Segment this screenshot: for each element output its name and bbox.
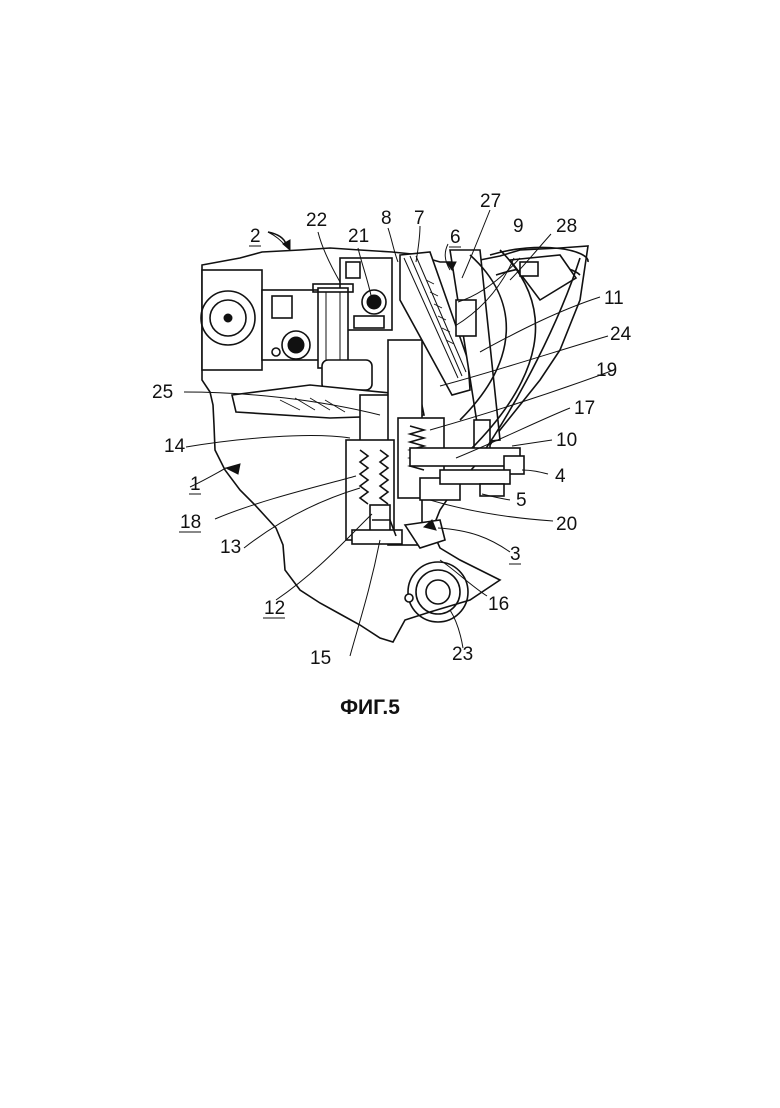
label-25: 25 bbox=[152, 382, 173, 403]
label-9: 9 bbox=[513, 216, 524, 237]
label-11: 11 bbox=[604, 288, 624, 309]
label-5: 5 bbox=[516, 490, 527, 511]
label-19: 19 bbox=[596, 360, 617, 381]
label-21: 21 bbox=[348, 226, 369, 247]
label-2: 2 bbox=[250, 226, 261, 247]
label-13: 13 bbox=[220, 537, 241, 558]
label-3: 3 bbox=[510, 544, 521, 565]
label-24: 24 bbox=[610, 324, 632, 345]
label-14: 14 bbox=[164, 436, 186, 457]
bearing-23 bbox=[405, 562, 468, 622]
label-28: 28 bbox=[556, 216, 577, 237]
label-15: 15 bbox=[310, 648, 331, 669]
label-8: 8 bbox=[381, 208, 392, 229]
label-6: 6 bbox=[450, 227, 461, 248]
label-16: 16 bbox=[488, 594, 509, 615]
figure-caption: ФИГ.5 bbox=[340, 696, 400, 719]
label-22: 22 bbox=[306, 210, 327, 231]
label-23: 23 bbox=[452, 644, 473, 665]
piston-block-2 bbox=[262, 290, 322, 360]
label-7: 7 bbox=[414, 208, 425, 229]
label-4: 4 bbox=[555, 466, 566, 487]
label-1: 1 bbox=[190, 474, 201, 495]
label-27: 27 bbox=[480, 191, 501, 212]
label-20: 20 bbox=[556, 514, 577, 535]
bearing-top-left bbox=[201, 270, 262, 370]
label-12: 12 bbox=[264, 598, 285, 619]
label-10: 10 bbox=[556, 430, 577, 451]
label-18: 18 bbox=[180, 512, 201, 533]
label-17: 17 bbox=[574, 398, 595, 419]
